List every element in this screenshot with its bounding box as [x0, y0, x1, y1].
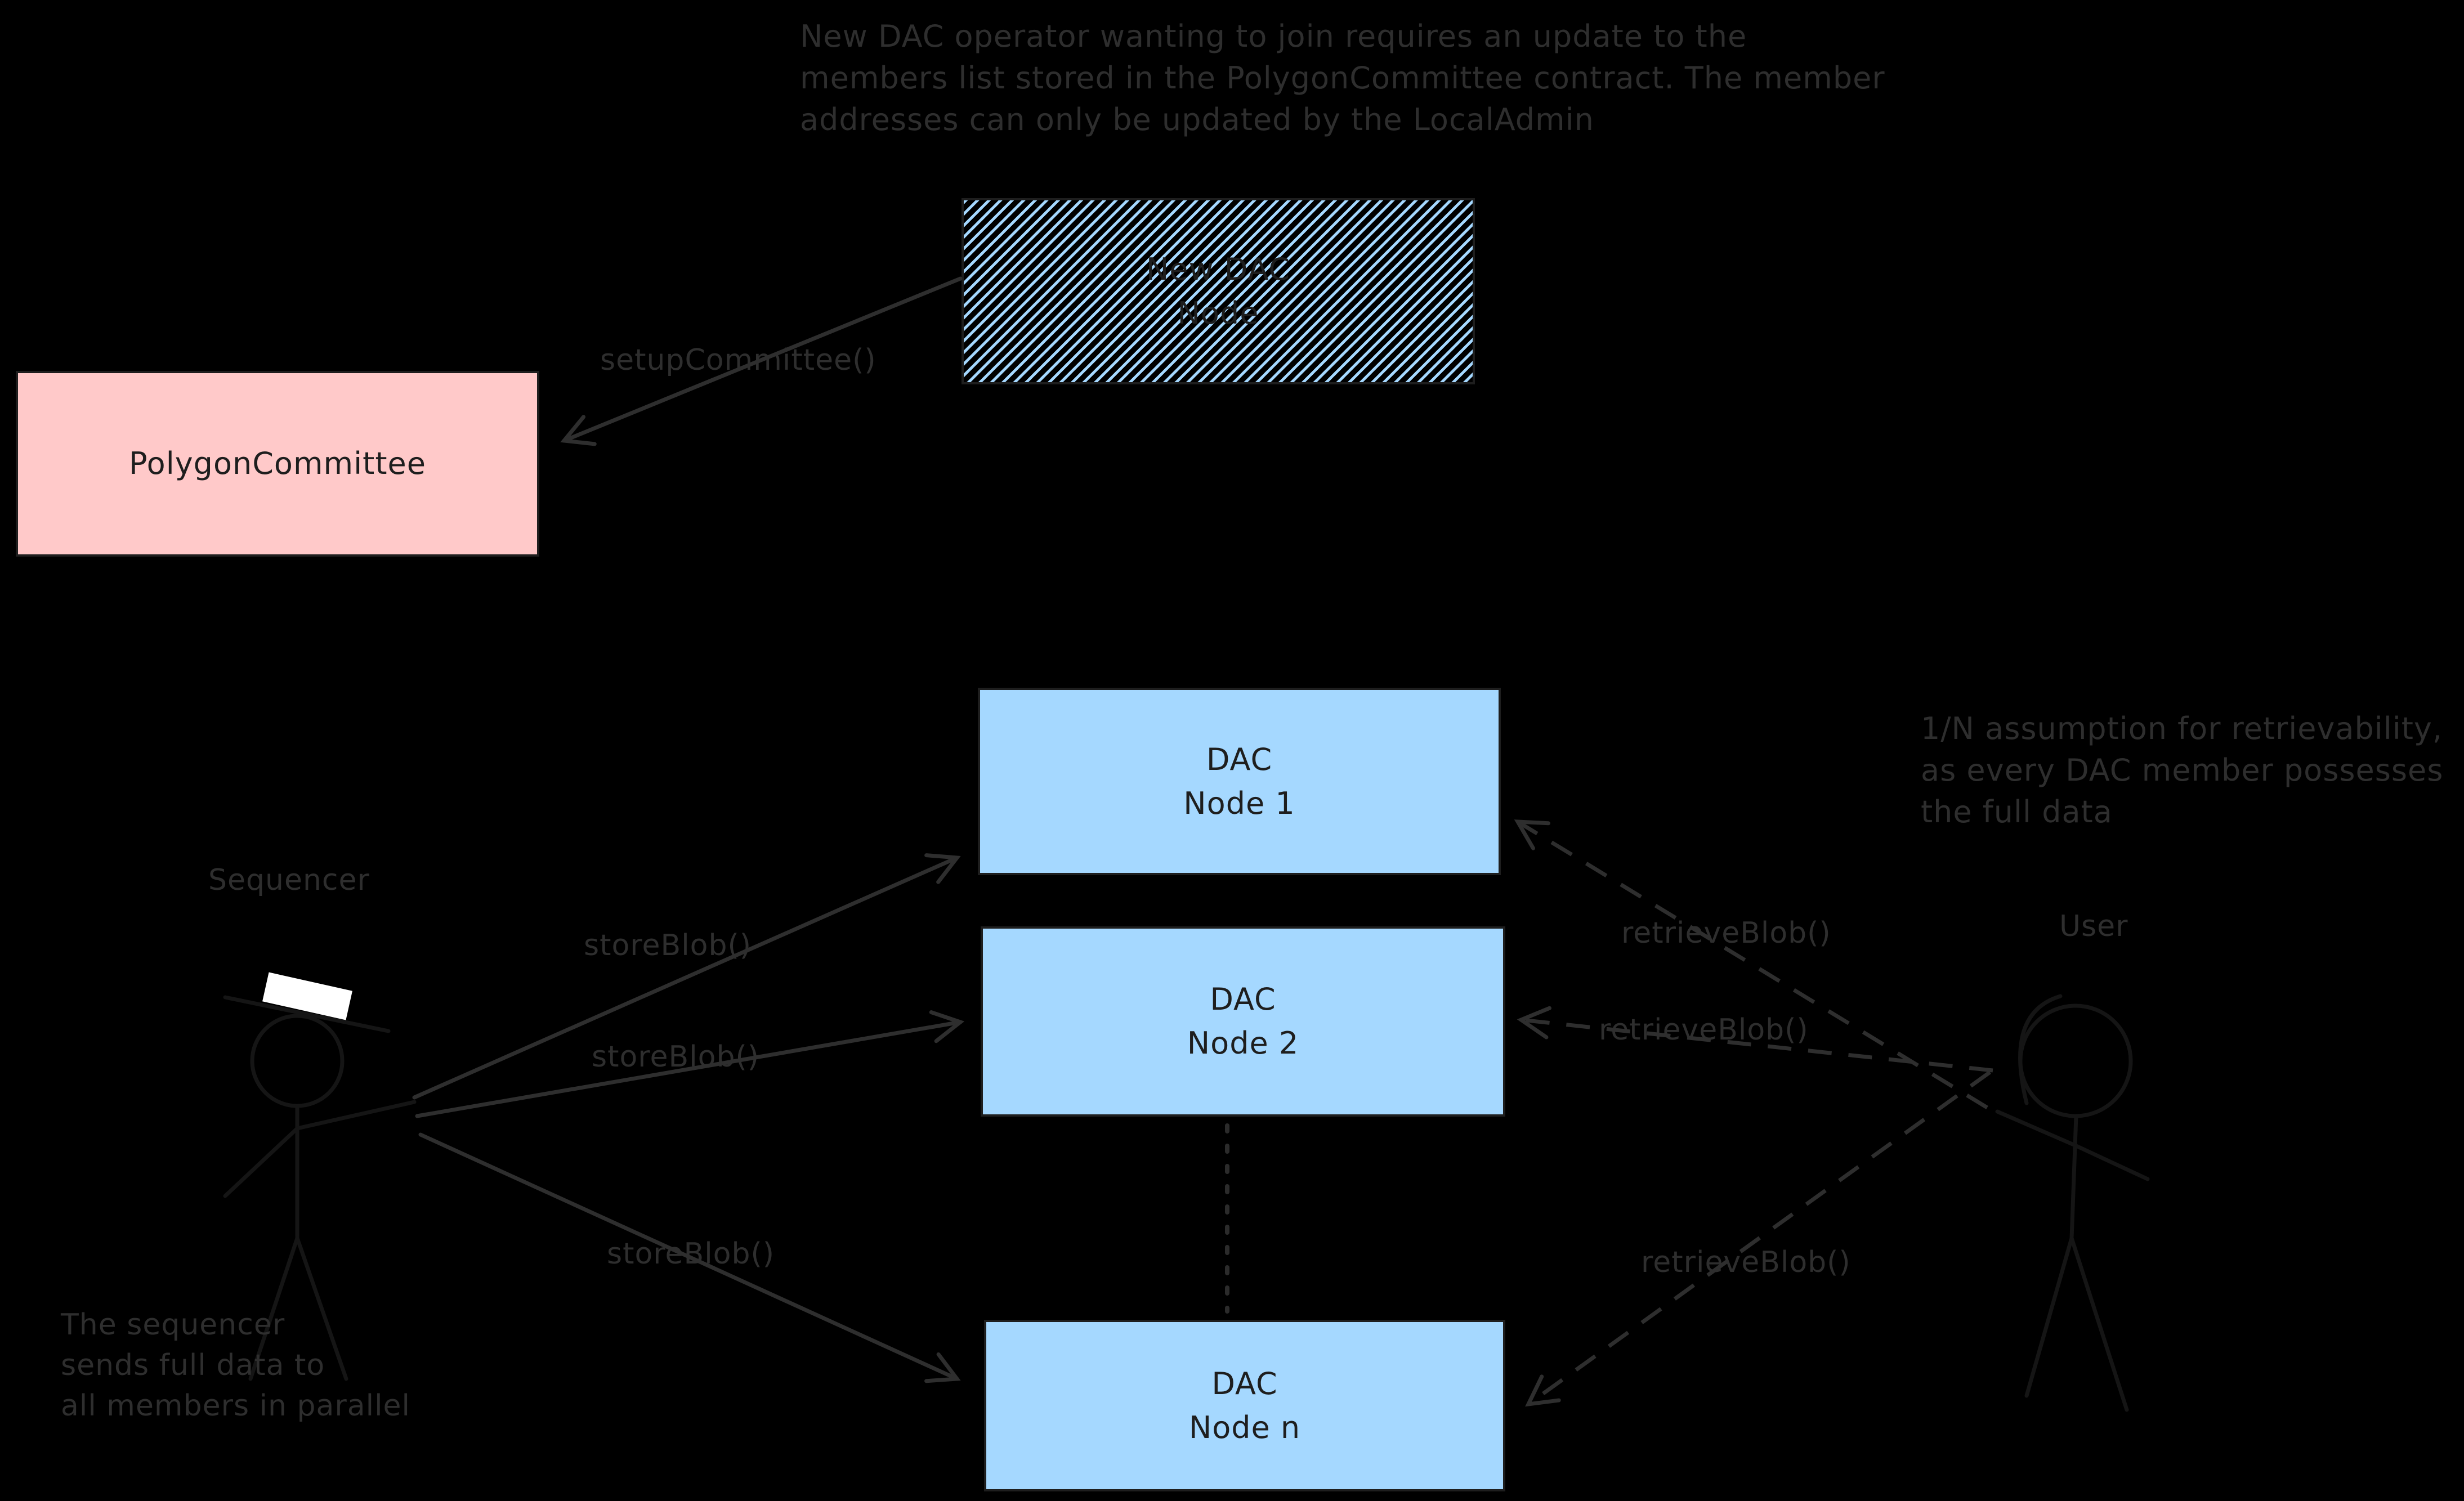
retrieve-blob-arrow-1 — [1514, 819, 1988, 1109]
dac-node-2-label-line1: DAC — [1210, 982, 1276, 1017]
new-dac-node-box: New DAC Node — [962, 198, 1475, 384]
dac-node-n-label-line2: Node n — [1188, 1409, 1301, 1445]
store-blob-label-2: storeBlob() — [592, 1040, 760, 1074]
retrievability-note-line2: as every DAC member possesses — [1921, 752, 2444, 788]
dac-node-1-box: DAC Node 1 — [978, 688, 1501, 875]
top-note-line1: New DAC operator wanting to join require… — [800, 19, 1747, 54]
dac-node-1-label-line1: DAC — [1206, 741, 1273, 777]
sequencer-label: Sequencer — [208, 863, 370, 897]
user-label: User — [2059, 909, 2128, 943]
sequencer-note: The sequencer sends full data to all mem… — [61, 1305, 410, 1426]
new-dac-node-label-line2: Node — [1177, 295, 1259, 331]
top-note-line2: members list stored in the PolygonCommit… — [800, 60, 1885, 96]
dac-node-n-box: DAC Node n — [984, 1320, 1505, 1491]
sequencer-hat-icon — [262, 972, 352, 1020]
store-blob-label-1: storeBlob() — [584, 929, 752, 962]
polygon-committee-box: PolygonCommittee — [16, 371, 539, 557]
retrieve-blob-label-1: retrieveBlob() — [1621, 916, 1831, 950]
retrieve-blob-label-2: retrieveBlob() — [1599, 1013, 1809, 1047]
store-blob-label-3: storeBlob() — [607, 1237, 775, 1271]
new-dac-node-label-line1: New DAC — [1146, 251, 1291, 287]
dac-node-1-label-line2: Node 1 — [1183, 785, 1295, 821]
top-note: New DAC operator wanting to join require… — [800, 16, 1885, 141]
retrievability-note: 1/N assumption for retrievability, as ev… — [1921, 708, 2443, 833]
sequencer-note-line2: sends full data to — [61, 1348, 325, 1382]
sequencer-note-line1: The sequencer — [61, 1308, 285, 1342]
user-figure-icon — [1995, 994, 2150, 1412]
setup-committee-label: setupCommittee() — [600, 343, 877, 377]
sequencer-note-line3: all members in parallel — [61, 1389, 410, 1423]
top-note-line3: addresses can only be updated by the Loc… — [800, 102, 1594, 137]
dac-node-n-label-line1: DAC — [1211, 1365, 1278, 1401]
retrieve-blob-arrow-3 — [1525, 1070, 1992, 1407]
retrievability-note-line1: 1/N assumption for retrievability, — [1921, 711, 2443, 746]
retrieve-blob-label-3: retrieveBlob() — [1641, 1245, 1851, 1279]
dac-node-2-box: DAC Node 2 — [981, 926, 1505, 1117]
polygon-committee-label: PolygonCommittee — [129, 446, 426, 481]
retrievability-note-line3: the full data — [1921, 794, 2113, 830]
dac-node-2-label-line2: Node 2 — [1187, 1025, 1299, 1061]
